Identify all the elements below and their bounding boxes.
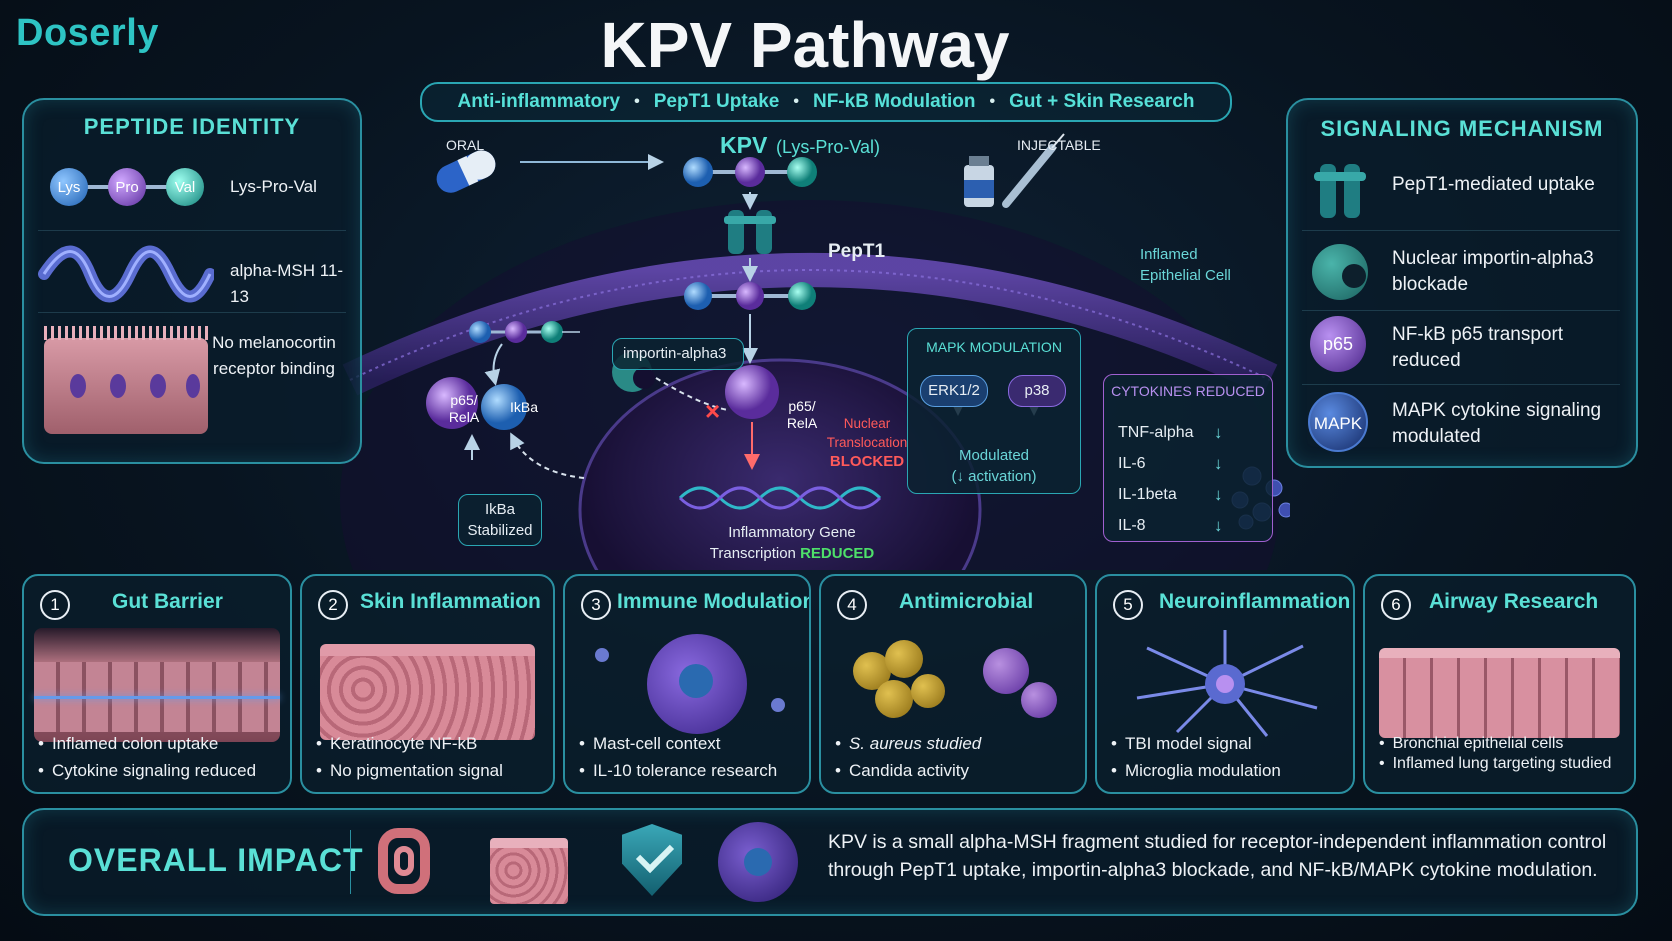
card-antimicrobial: 4 Antimicrobial S. aureus studiedCandida… (819, 574, 1087, 794)
page-title: KPV Pathway (600, 9, 1010, 81)
importin-box: importin-alpha3 (612, 338, 744, 370)
pro-residue: Pro (108, 168, 146, 206)
val-residue: Val (166, 168, 204, 206)
card-gut-barrier: 1 Gut Barrier Inflamed colon uptakeCytok… (22, 574, 292, 794)
nuclear-translocation-label: Nuclear Translocation BLOCKED (826, 416, 908, 470)
p65-left-label: p65/RelA (448, 392, 480, 425)
peptide-identity-title: PEPTIDE IDENTITY (83, 114, 301, 139)
pept1-label: PepT1 (828, 241, 886, 262)
importin-icon (1310, 242, 1372, 302)
neuron-icon (1136, 630, 1318, 737)
peptide-identity-panel: PEPTIDE IDENTITY Lys Pro Val Lys-Pro-Val… (22, 98, 362, 464)
immune-cell-icon (718, 822, 798, 902)
cell-label: Inflamed Epithelial Cell (1140, 246, 1231, 284)
skin-tissue-icon (312, 628, 543, 742)
tag: NF-kB Modulation (812, 91, 976, 112)
p65-nuclear-label: p65/RelA (786, 398, 818, 431)
signaling-item-1: PepT1-mediated uptake (1392, 174, 1595, 195)
tagline: Anti-inflammatory• PepT1 Uptake• NF-kB M… (420, 82, 1232, 122)
erk-badge: ERK1/2 (920, 375, 988, 407)
epithelial-cells-icon (44, 326, 208, 436)
cytokines-box: CYTOKINES REDUCED TNF-alpha IL-6 IL-1bet… (1103, 374, 1273, 542)
transporter-icon (724, 210, 776, 254)
tag: PepT1 Uptake (653, 91, 780, 112)
card-airway-research: 6 Airway Research Bronchial epithelial c… (1363, 574, 1636, 794)
colon-tissue-icon (34, 628, 280, 742)
brand-logo: Doserly (16, 12, 159, 54)
intestine-icon (372, 824, 436, 900)
lys-residue: Lys (50, 168, 88, 206)
kpv-sub-label: (Lys-Pro-Val) (776, 137, 881, 157)
mapk-box: MAPK MODULATION ERK1/2 p38 Modulated (↓ … (907, 328, 1081, 494)
shield-check-icon (620, 822, 684, 902)
card-skin-inflammation: 2 Skin Inflammation Keratinocyte NF-kBNo… (300, 574, 555, 794)
immune-cell-icon (575, 628, 799, 742)
p65-badge-icon: p65 (1310, 316, 1366, 372)
down-arrows: ↓ ↓ ↓ ↓ (1214, 423, 1223, 535)
tag: Gut + Skin Research (1009, 91, 1195, 112)
skin-block-icon (486, 826, 572, 904)
signaling-item-4: MAPK cytokine signaling modulated (1392, 400, 1602, 447)
gene-transcription-label: Inflammatory Gene Transcription REDUCED (709, 524, 875, 562)
overall-impact-text: KPV is a small alpha-MSH fragment studie… (828, 831, 1607, 881)
helix-icon (38, 245, 214, 303)
mapk-badge-icon: MAPK (1308, 392, 1368, 452)
sequence-text: Lys-Pro-Val (230, 177, 317, 196)
capsule-icon (436, 150, 496, 193)
ikba-stabilized-box: IkBa Stabilized (458, 494, 542, 546)
injectable-label: INJECTABLE (1017, 137, 1101, 153)
signaling-mechanism-title: SIGNALING MECHANISM (1320, 116, 1604, 141)
overall-impact-panel: OVERALL IMPACT KPV is a small alpha-MSH … (22, 808, 1638, 916)
receptor-text: No melanocortin receptor binding (212, 333, 336, 378)
svg-text:×: × (705, 396, 720, 426)
ikba-label: IkBa (509, 399, 538, 415)
fragment-text: alpha-MSH 11-13 (230, 261, 344, 306)
bronchial-tissue-icon (1375, 628, 1624, 742)
transporter-icon (1312, 158, 1368, 220)
cytokine-list: TNF-alpha IL-6 IL-1beta IL-8 (1118, 424, 1194, 534)
signaling-item-2: Nuclear importin-alpha3 blockade (1392, 248, 1594, 295)
p38-badge: p38 (1008, 375, 1066, 407)
tag: Anti-inflammatory (457, 91, 621, 112)
signaling-mechanism-panel: SIGNALING MECHANISM PepT1-mediated uptak… (1286, 98, 1638, 468)
overall-impact-title: OVERALL IMPACT (68, 842, 364, 878)
vial-syringe-icon (964, 133, 1065, 208)
signaling-item-3: NF-kB p65 transport reduced (1392, 324, 1564, 371)
card-immune-modulation: 3 Immune Modulation Mast-cell contextIL-… (563, 574, 811, 794)
kpv-label: KPV (720, 132, 768, 158)
kpv-molecule (683, 157, 817, 187)
card-neuroinflammation: 5 Neuroinflammation TBI model signalMicr… (1095, 574, 1355, 794)
oral-label: ORAL (446, 137, 485, 153)
microbe-icon (831, 628, 1075, 742)
